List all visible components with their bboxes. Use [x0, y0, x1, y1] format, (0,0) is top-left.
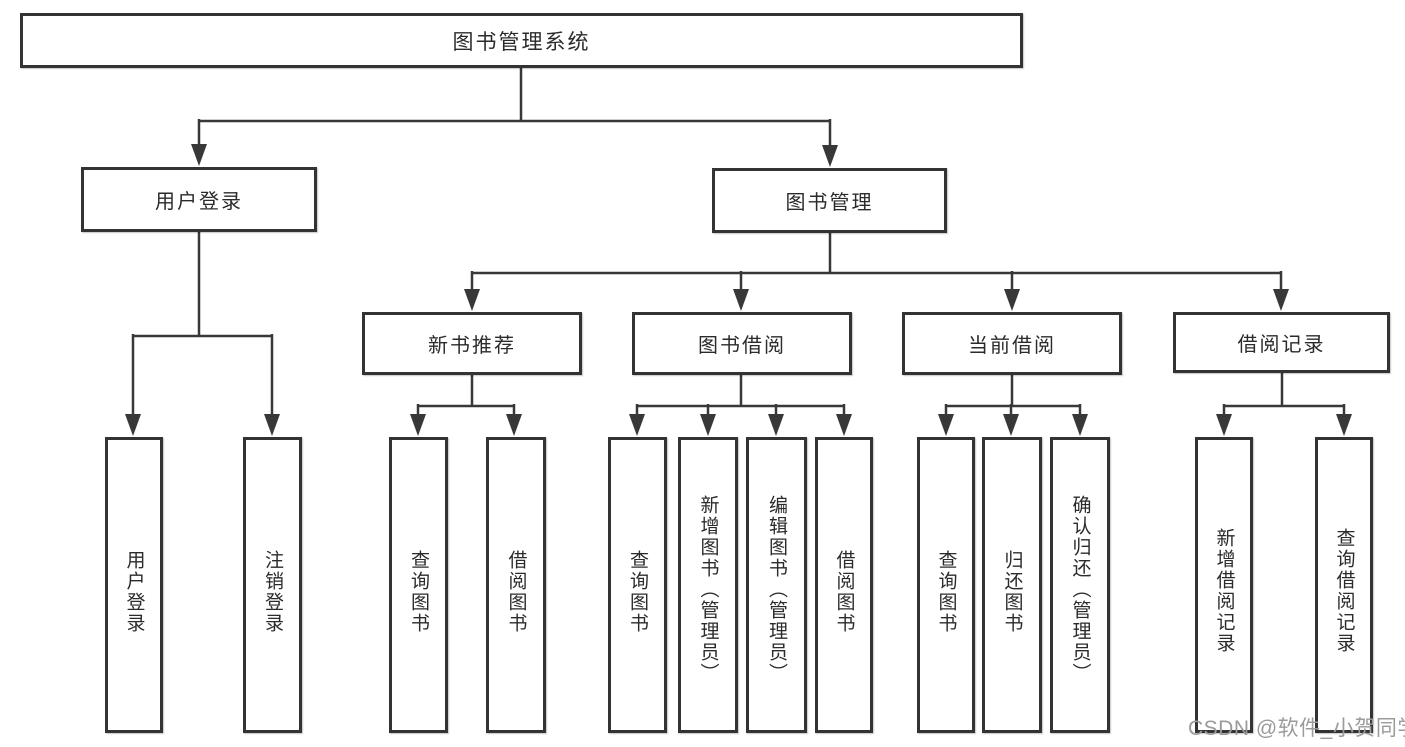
node-book-borrow: 图书借阅	[632, 312, 852, 375]
node-book-management-label: 图书管理	[785, 192, 874, 214]
leaf-bb-add-books-admin-label: 新增图书（管理员）	[697, 495, 719, 684]
leaf-bb-borrow-books-label: 借阅图书	[833, 549, 855, 634]
leaf-nbr-query-books-label: 查询图书	[408, 549, 429, 634]
leaf-bb-add-books-admin: 新增图书（管理员）	[678, 437, 738, 733]
node-current-borrow-label: 当前借阅	[968, 335, 1056, 357]
connector-current-borrow	[944, 373, 1082, 420]
leaf-logout: 注销登录	[243, 437, 302, 733]
leaf-user-login: 用户登录	[105, 437, 163, 733]
leaf-bb-edit-books-admin: 编辑图书（管理员）	[746, 437, 807, 733]
leaf-cb-return-books-label: 归还图书	[1001, 549, 1023, 634]
leaf-br-query-record-label: 查询借阅记录	[1333, 527, 1355, 654]
node-user-login: 用户登录	[81, 167, 317, 232]
node-library-system: 图书管理系统	[20, 13, 1023, 68]
leaf-user-login-label: 用户登录	[123, 549, 145, 634]
leaf-cb-confirm-return-admin: 确认归还（管理员）	[1050, 437, 1110, 733]
node-library-system-label: 图书管理系统	[452, 30, 591, 54]
leaf-bb-query-books: 查询图书	[608, 437, 667, 733]
node-book-borrow-label: 图书借阅	[698, 335, 786, 357]
leaf-nbr-query-books: 查询图书	[389, 437, 448, 733]
leaf-logout-label: 注销登录	[262, 549, 283, 634]
csdn-watermark: CSDN @软件_小贺同学	[1188, 717, 1405, 740]
connector-book-borrow	[635, 373, 846, 420]
node-new-book-recommend: 新书推荐	[362, 312, 582, 375]
leaf-bb-query-books-label: 查询图书	[627, 549, 648, 634]
leaf-nbr-borrow-books-label: 借阅图书	[505, 549, 527, 634]
node-new-book-recommend-label: 新书推荐	[428, 335, 516, 357]
leaf-br-add-record-label: 新增借阅记录	[1213, 527, 1235, 654]
connector-borrow-records	[1222, 371, 1346, 420]
connector-book-management	[470, 231, 1283, 295]
node-current-borrow: 当前借阅	[902, 312, 1122, 375]
leaf-br-add-record: 新增借阅记录	[1195, 437, 1253, 733]
leaf-nbr-borrow-books: 借阅图书	[486, 437, 546, 733]
leaf-bb-borrow-books: 借阅图书	[815, 437, 873, 733]
connector-new-book-recommend	[416, 373, 516, 420]
arrowheads	[125, 144, 1352, 436]
node-borrow-records: 借阅记录	[1173, 312, 1390, 373]
leaf-cb-query-books: 查询图书	[917, 437, 975, 733]
leaf-br-query-record: 查询借阅记录	[1315, 437, 1373, 733]
node-borrow-records-label: 借阅记录	[1237, 334, 1326, 356]
node-user-login-label: 用户登录	[155, 191, 243, 213]
connector-user-login	[131, 230, 274, 420]
leaf-bb-edit-books-admin-label: 编辑图书（管理员）	[766, 495, 787, 684]
leaf-cb-query-books-label: 查询图书	[935, 549, 957, 634]
node-book-management: 图书管理	[712, 168, 947, 233]
leaf-cb-return-books: 归还图书	[982, 437, 1042, 733]
connector-root	[197, 67, 832, 151]
leaf-cb-confirm-return-admin-label: 确认归还（管理员）	[1069, 495, 1091, 684]
